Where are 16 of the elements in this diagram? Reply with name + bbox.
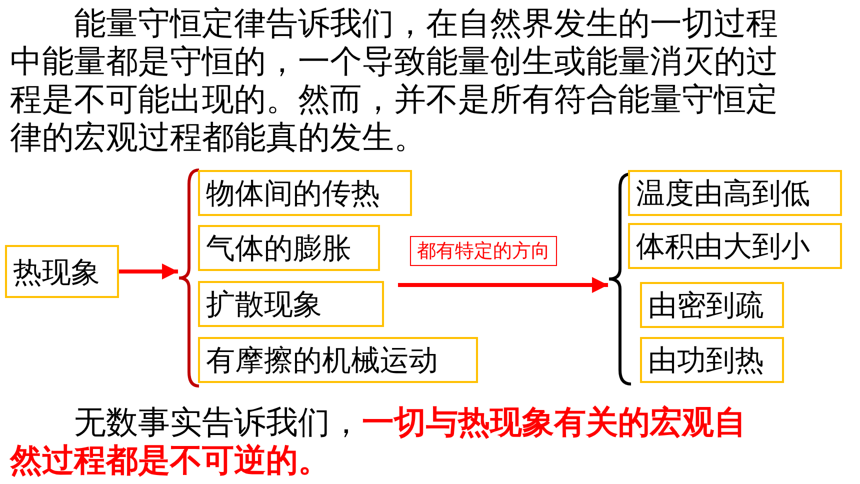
arrow bbox=[119, 264, 178, 280]
text-box: 温度由高到低 bbox=[628, 170, 842, 216]
text-box: 热现象 bbox=[5, 245, 119, 298]
paragraph-text: 无数事实告诉我们，一切与热现象有关的宏观自然过程都是不可逆的。 bbox=[10, 403, 747, 479]
text-box: 物体间的传热 bbox=[198, 170, 412, 216]
edge-label: 都有特定的方向 bbox=[410, 236, 557, 266]
text-box: 由功到热 bbox=[640, 337, 784, 383]
text-box: 由密到疏 bbox=[640, 282, 784, 328]
text-box: 体积由大到小 bbox=[628, 223, 842, 269]
arrow bbox=[398, 277, 608, 293]
paragraph-text: 能量守恒定律告诉我们，在自然界发生的一切过程中能量都是守恒的，一个导致能量创生或能量消灭的过程是不可能出现的。然而，并不是所有符合能量守恒定律的宏观过程都能真的发生。 bbox=[10, 4, 779, 156]
curly-brace bbox=[178, 168, 200, 388]
text-box: 有摩擦的机械运动 bbox=[198, 337, 478, 383]
text-box: 扩散现象 bbox=[198, 281, 384, 327]
curly-brace bbox=[608, 172, 632, 386]
text-box: 气体的膨胀 bbox=[198, 225, 380, 271]
